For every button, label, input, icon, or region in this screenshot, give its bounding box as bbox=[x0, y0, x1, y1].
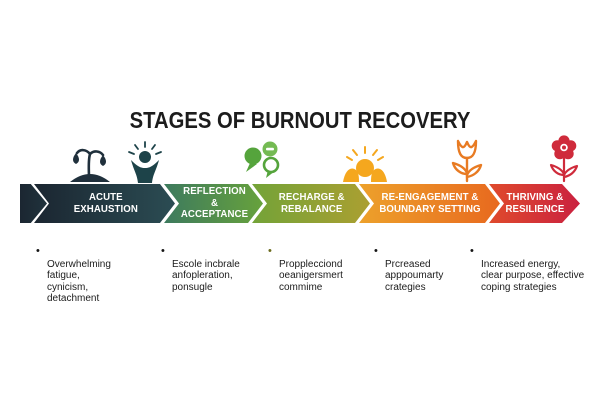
stage-note-reengagement-boundary: • Prcreased apppoumarty crategies bbox=[374, 245, 485, 293]
bullet-dot-icon: • bbox=[161, 245, 165, 257]
wilted-plant-icon bbox=[70, 148, 110, 182]
note-text: Escole incbrale anfopleration, ponsugle bbox=[172, 258, 240, 293]
bullet-dot-icon: • bbox=[374, 245, 378, 257]
stage-label: ACUTE EXHAUSTION bbox=[73, 191, 138, 215]
note-text: Propplecciond oeanigersmert commime bbox=[279, 258, 343, 293]
sunrise-icon bbox=[343, 146, 387, 182]
stage-label: RECHARGE & REBALANCE bbox=[278, 191, 345, 215]
stage-note-recharge-rebalance: • Propplecciond oeanigersmert commime bbox=[268, 245, 384, 293]
note-text: Overwhelming fatigue, cynicism, detachme… bbox=[47, 258, 111, 305]
stage-note-thriving-resilience: • Increased energy, clear purpose, effect… bbox=[470, 245, 600, 293]
stage-label: THRIVING & RESILIENCE bbox=[505, 191, 565, 215]
stage-thriving-resilience: THRIVING & RESILIENCE bbox=[489, 184, 580, 223]
bloom-flower-icon bbox=[549, 135, 579, 183]
note-text: Increased energy, clear purpose, effecti… bbox=[481, 258, 585, 293]
page-title: STAGES OF BURNOUT RECOVERY bbox=[129, 107, 471, 133]
note-text: Prcreased apppoumarty crategies bbox=[385, 258, 444, 293]
stage-acute-exhaustion: ACUTE EXHAUSTION bbox=[34, 184, 175, 223]
stage-reflection-acceptance: REFLECTION & ACCEPTANCE bbox=[164, 184, 263, 223]
stage-reengagement-boundary: RE-ENGAGEMENT & BOUNDARY SETTING bbox=[359, 184, 500, 223]
stage-note-acute-exhaustion: • Overwhelming fatigue, cynicism, detachm… bbox=[36, 245, 157, 305]
growth-bubbles-icon bbox=[244, 141, 280, 178]
bullet-dot-icon: • bbox=[470, 245, 474, 257]
bullet-dot-icon: • bbox=[36, 245, 40, 257]
stage-label: REFLECTION & ACCEPTANCE bbox=[180, 185, 249, 221]
stage-note-reflection-acceptance: • Escole incbrale anfopleration, ponsugle bbox=[161, 245, 277, 293]
tulip-icon bbox=[451, 139, 483, 183]
hands-lightbulb-icon bbox=[128, 141, 162, 183]
stage-label: RE-ENGAGEMENT & BOUNDARY SETTING bbox=[379, 191, 482, 215]
bullet-dot-icon: • bbox=[268, 245, 272, 257]
stage-recharge-rebalance: RECHARGE & REBALANCE bbox=[252, 184, 370, 223]
